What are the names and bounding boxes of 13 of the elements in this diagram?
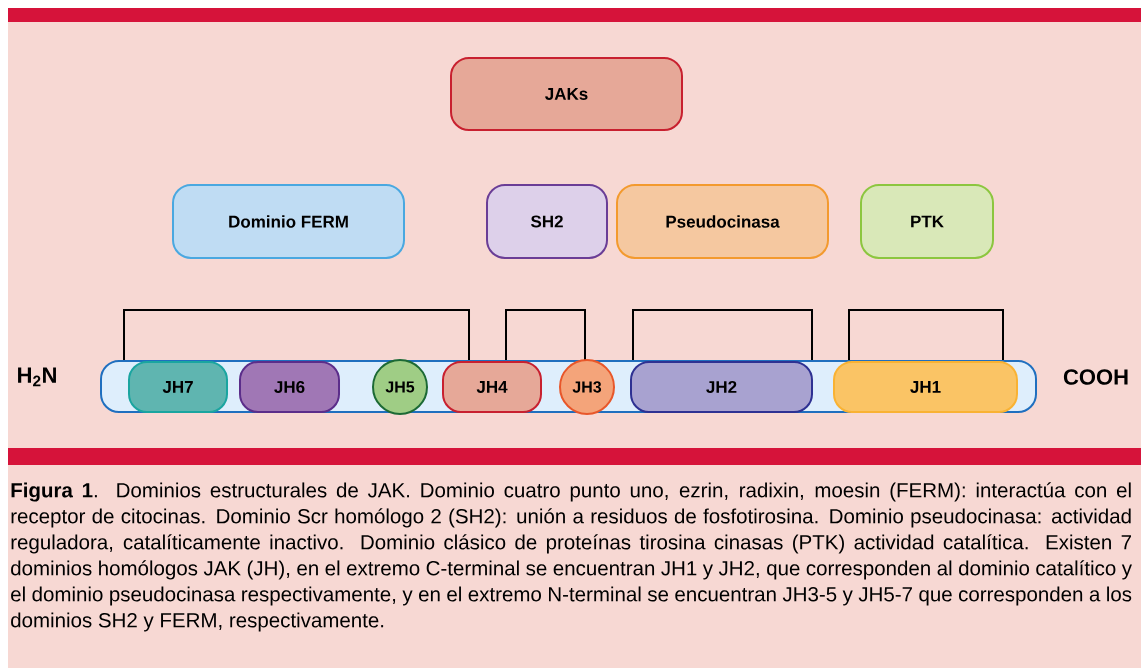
figure-caption: Figura 1. Dominios estructurales de JAK. Dominio cuatro punto uno, ezrin, radixin, moesin (FERM): interactúa con el receptor de citocinas. Dominio Scr homólogo 2 (SH2): unión a residuos de fosfotirosina. Dominio pseudocinasa: actividad reguladora, catalíticamente inactivo. Dominio clásico de proteínas tirosina cinasas (PTK) actividad catalítica. Existen 7 dominios homólogos JAK (JH), en el extremo C-terminal se encuentran JH1 y JH2, que corresponden al dominio catalítico y el dominio pseudocinasa respectivamente, y en el extremo N-terminal se encuentran JH3-5 y JH5-7 que corresponden a los dominios SH2 y FERM, respectivamente. xyxy=(11,482,1132,632)
terminus-label: COOH xyxy=(1063,369,1128,385)
domain-box: SH2 xyxy=(486,184,608,259)
family-box: JAKs xyxy=(450,57,683,131)
terminus-label: H$_{2}$N xyxy=(18,367,56,387)
domain-segment: JH1 xyxy=(833,361,1018,413)
domain-segment: JH7 xyxy=(128,361,228,413)
domain-box: PTK xyxy=(860,184,994,259)
domain-segment: JH6 xyxy=(239,361,340,413)
domain-box: Pseudocinasa xyxy=(616,184,829,259)
domain-segment: JH2 xyxy=(630,361,813,413)
domain-segment: JH4 xyxy=(442,361,542,413)
domain-box: Dominio FERM xyxy=(172,184,405,259)
